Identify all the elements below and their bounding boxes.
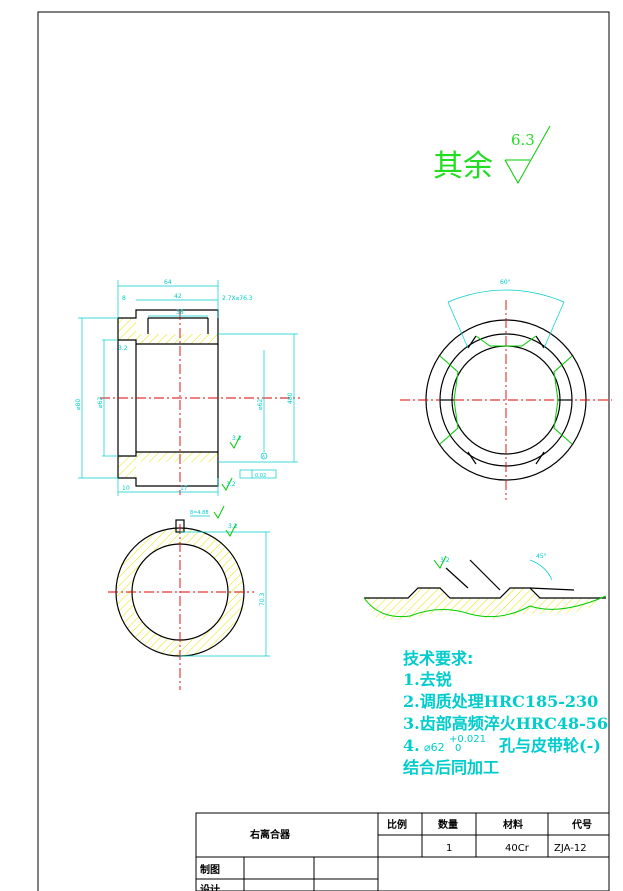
dim-ring-dia: 70.3 [259, 592, 266, 606]
title-block: 右离合器 比例 数量 材料 代号 1 40Cr ZJA-12 制图 设计 [195, 812, 610, 891]
tech-item-1: 1.去锐 [403, 670, 452, 689]
roughness-mark-5: 3.2 [228, 523, 238, 530]
roughness-symbol [504, 125, 551, 185]
tech-item-3: 3.齿部高频淬火HRC48-56 [403, 714, 608, 733]
material-value: 40Cr [505, 843, 530, 854]
roughness-mark-1: 3.2 [232, 435, 242, 442]
dim-hub-length: 42 [174, 293, 182, 300]
dim-keyway: 8=4.88 [190, 510, 209, 516]
part-name: 右离合器 [249, 828, 291, 841]
dim-bottom-left: 10 [122, 485, 130, 492]
roughness-label: 其余 [433, 149, 493, 184]
dim-left-step: 8 [122, 295, 126, 302]
end-view: 60° [400, 279, 612, 500]
dim-bore-dia: ⌀62 [97, 397, 104, 408]
material-header: 材料 [503, 818, 523, 831]
dim-bore-label: ⌀62 [257, 399, 264, 410]
tooth-profile: 3.2 45° [363, 553, 607, 620]
tech-item-4-suffix: 孔与皮带轮(-) [499, 736, 601, 755]
design-label: 设计 [200, 883, 220, 891]
drawn-label: 制图 [200, 863, 220, 876]
tech-item-4-line2: 结合后同加工 [402, 758, 499, 777]
dim-bottom-mid: 17 [180, 485, 188, 492]
scale-header: 比例 [387, 818, 407, 831]
roughness-mark-2: 3.2 [118, 345, 128, 352]
tech-item-4-dia: ⌀62 [424, 741, 445, 754]
tech-title: 技术要求: [403, 649, 473, 668]
dim-overall-length: 64 [164, 279, 172, 286]
hatch-bottom-hub [136, 452, 218, 462]
tech-requirements: 技术要求: 1.去锐 2.调质处理HRC185-230 3.齿部高频淬火HRC4… [402, 649, 608, 777]
qty-value: 1 [446, 843, 452, 854]
tech-item-4-tol-lower: 0 [455, 743, 461, 754]
roughness-note: 其余 6.3 [433, 125, 551, 185]
code-value: ZJA-12 [554, 843, 587, 854]
datum-label: A [262, 454, 265, 459]
roughness-mark-4: 3.2 [440, 557, 450, 564]
angle-top: 60° [500, 279, 511, 286]
dim-left-dia: ⌀80 [75, 399, 82, 410]
tech-item-2: 2.调质处理HRC185-230 [403, 692, 598, 711]
roughness-mark-3: 3.2 [226, 481, 236, 488]
hatch-top-hub [136, 334, 218, 344]
drawing-frame [37, 11, 610, 891]
datum-circle [260, 452, 268, 460]
tech-item-4-prefix: 4. [403, 736, 420, 755]
code-header: 代号 [571, 818, 592, 831]
ring-view: 8=4.88 70.3 3.2 [108, 505, 270, 690]
qty-header: 数量 [438, 818, 458, 831]
profile-hatch-area [364, 588, 606, 620]
dim-chamfer: 2.7X⌀76.3 [222, 295, 253, 302]
angle-profile: 45° [536, 553, 547, 560]
roughness-value: 6.3 [511, 131, 535, 149]
dim-inner-length: 38 [176, 309, 184, 316]
tolerance-value: 0.02 [255, 473, 266, 479]
hatch-top-flange [118, 318, 136, 340]
hatch-bottom-flange [118, 456, 136, 478]
tolerance-frame [239, 469, 277, 479]
tech-item-4-tol-upper: +0.021 [449, 734, 486, 745]
dim-right-dia: 480 [287, 392, 294, 404]
section-view: 64 42 38 2.7X⌀76.3 8 ⌀80 ⌀62 480 ⌀62 3.2… [75, 279, 300, 496]
